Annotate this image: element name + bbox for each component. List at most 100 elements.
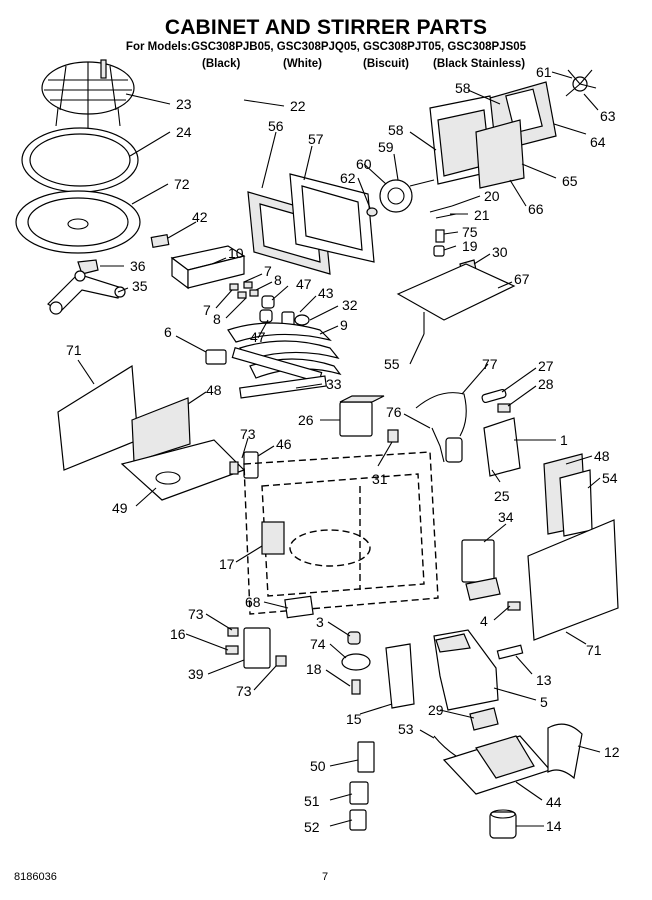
callout: 76 [386,404,402,420]
callout: 24 [176,124,192,140]
heater-elements-drawing [227,322,342,399]
callout: 36 [130,258,146,274]
callout: 58 [455,80,471,96]
callout: 64 [590,134,606,150]
callout: 9 [340,317,348,333]
callout: 18 [306,661,322,677]
variant-black-stainless: (Black Stainless) [433,58,526,70]
callout: 32 [342,297,358,313]
callout: 73 [188,606,204,622]
callout: 75 [462,224,478,240]
callout: 20 [484,188,500,204]
variant-black: (Black) [202,58,241,70]
callout: 71 [586,642,602,658]
callout: 53 [398,721,414,737]
callout: 48 [594,448,610,464]
callout: 3 [316,614,324,630]
leader-lines [77,71,601,827]
document-number: 8186036 [14,871,57,883]
callout: 57 [308,131,324,147]
callout: 10 [228,245,244,261]
callout: 73 [236,683,252,699]
side-panel-right-drawing [527,519,619,641]
callout: 21 [474,207,490,223]
callout: 74 [310,636,326,652]
callout: 46 [276,436,292,452]
callout: 49 [112,500,128,516]
callout: 30 [492,244,508,260]
page-title: CABINET AND STIRRER PARTS [164,16,488,39]
fan-motor-drawing [433,735,552,795]
callout: 12 [604,744,620,760]
callout: 25 [494,488,510,504]
callout: 17 [219,556,235,572]
callout: 47 [250,329,266,345]
turntable-drawing [15,190,141,254]
harness-parts-drawing [415,388,511,463]
callout: 27 [538,358,554,374]
callout: 55 [384,356,400,372]
rack-drawing [41,59,135,130]
callout: 31 [372,471,388,487]
callout: 28 [538,376,554,392]
callout: 19 [462,238,478,254]
callout: 44 [546,794,562,810]
callout: 29 [428,702,444,718]
callout: 67 [514,271,530,287]
callout: 15 [346,711,362,727]
callout: 61 [536,64,552,80]
coupler-drawing [77,259,99,275]
base-plate-67-drawing [396,263,516,321]
callout: 63 [600,108,616,124]
callout: 34 [498,509,514,525]
bracket-48-49-drawing [120,397,246,501]
panels-48-54-drawing [543,453,593,537]
control-panel-parts-drawing [429,69,597,189]
callout: 68 [245,594,261,610]
callout: 39 [188,666,204,682]
callout: 6 [164,324,172,340]
model-list: For Models:GSC308PJB05, GSC308PJQ05, GSC… [125,41,527,53]
switch-46-drawing [229,451,259,479]
transformer-26-drawing [339,395,399,443]
page-number: 7 [322,871,329,883]
screw-4-drawing [507,601,521,611]
switches-50-52-drawing [349,741,375,831]
callout: 1 [560,432,568,448]
side-panel-left-drawing [57,364,139,471]
switch-39-drawing [225,627,287,669]
callout: 65 [562,173,578,189]
callout: 59 [378,139,394,155]
roller-guide-drawing [47,270,126,315]
callout: 13 [536,672,552,688]
callout: 4 [480,613,488,629]
bracket-1-drawing [483,417,521,477]
callout: 8 [274,272,282,288]
callout: 14 [546,818,562,834]
callout: 23 [176,96,192,112]
callout: 43 [318,285,334,301]
fan-blade-12-drawing [547,723,583,780]
callout: 56 [268,118,284,134]
callout: 33 [326,376,342,392]
part-29-drawing [469,707,499,731]
callout: 7 [264,263,272,279]
callout: 42 [192,209,208,225]
callout: 66 [528,201,544,217]
callout: 47 [296,276,312,292]
callout: 60 [356,156,372,172]
callout: 52 [304,819,320,835]
fan-assembly-drawing [366,179,457,219]
plate-42-drawing [150,233,170,249]
gear-14-drawing [489,809,517,839]
part-6-drawing [205,349,227,365]
callout: 26 [298,412,314,428]
callout: 54 [602,470,618,486]
callout: 8 [213,311,221,327]
door-frames-drawing [247,173,375,275]
callout: 72 [174,176,190,192]
callout: 7 [203,302,211,318]
variant-biscuit: (Biscuit) [363,58,409,70]
duct-15-drawing [385,643,415,709]
